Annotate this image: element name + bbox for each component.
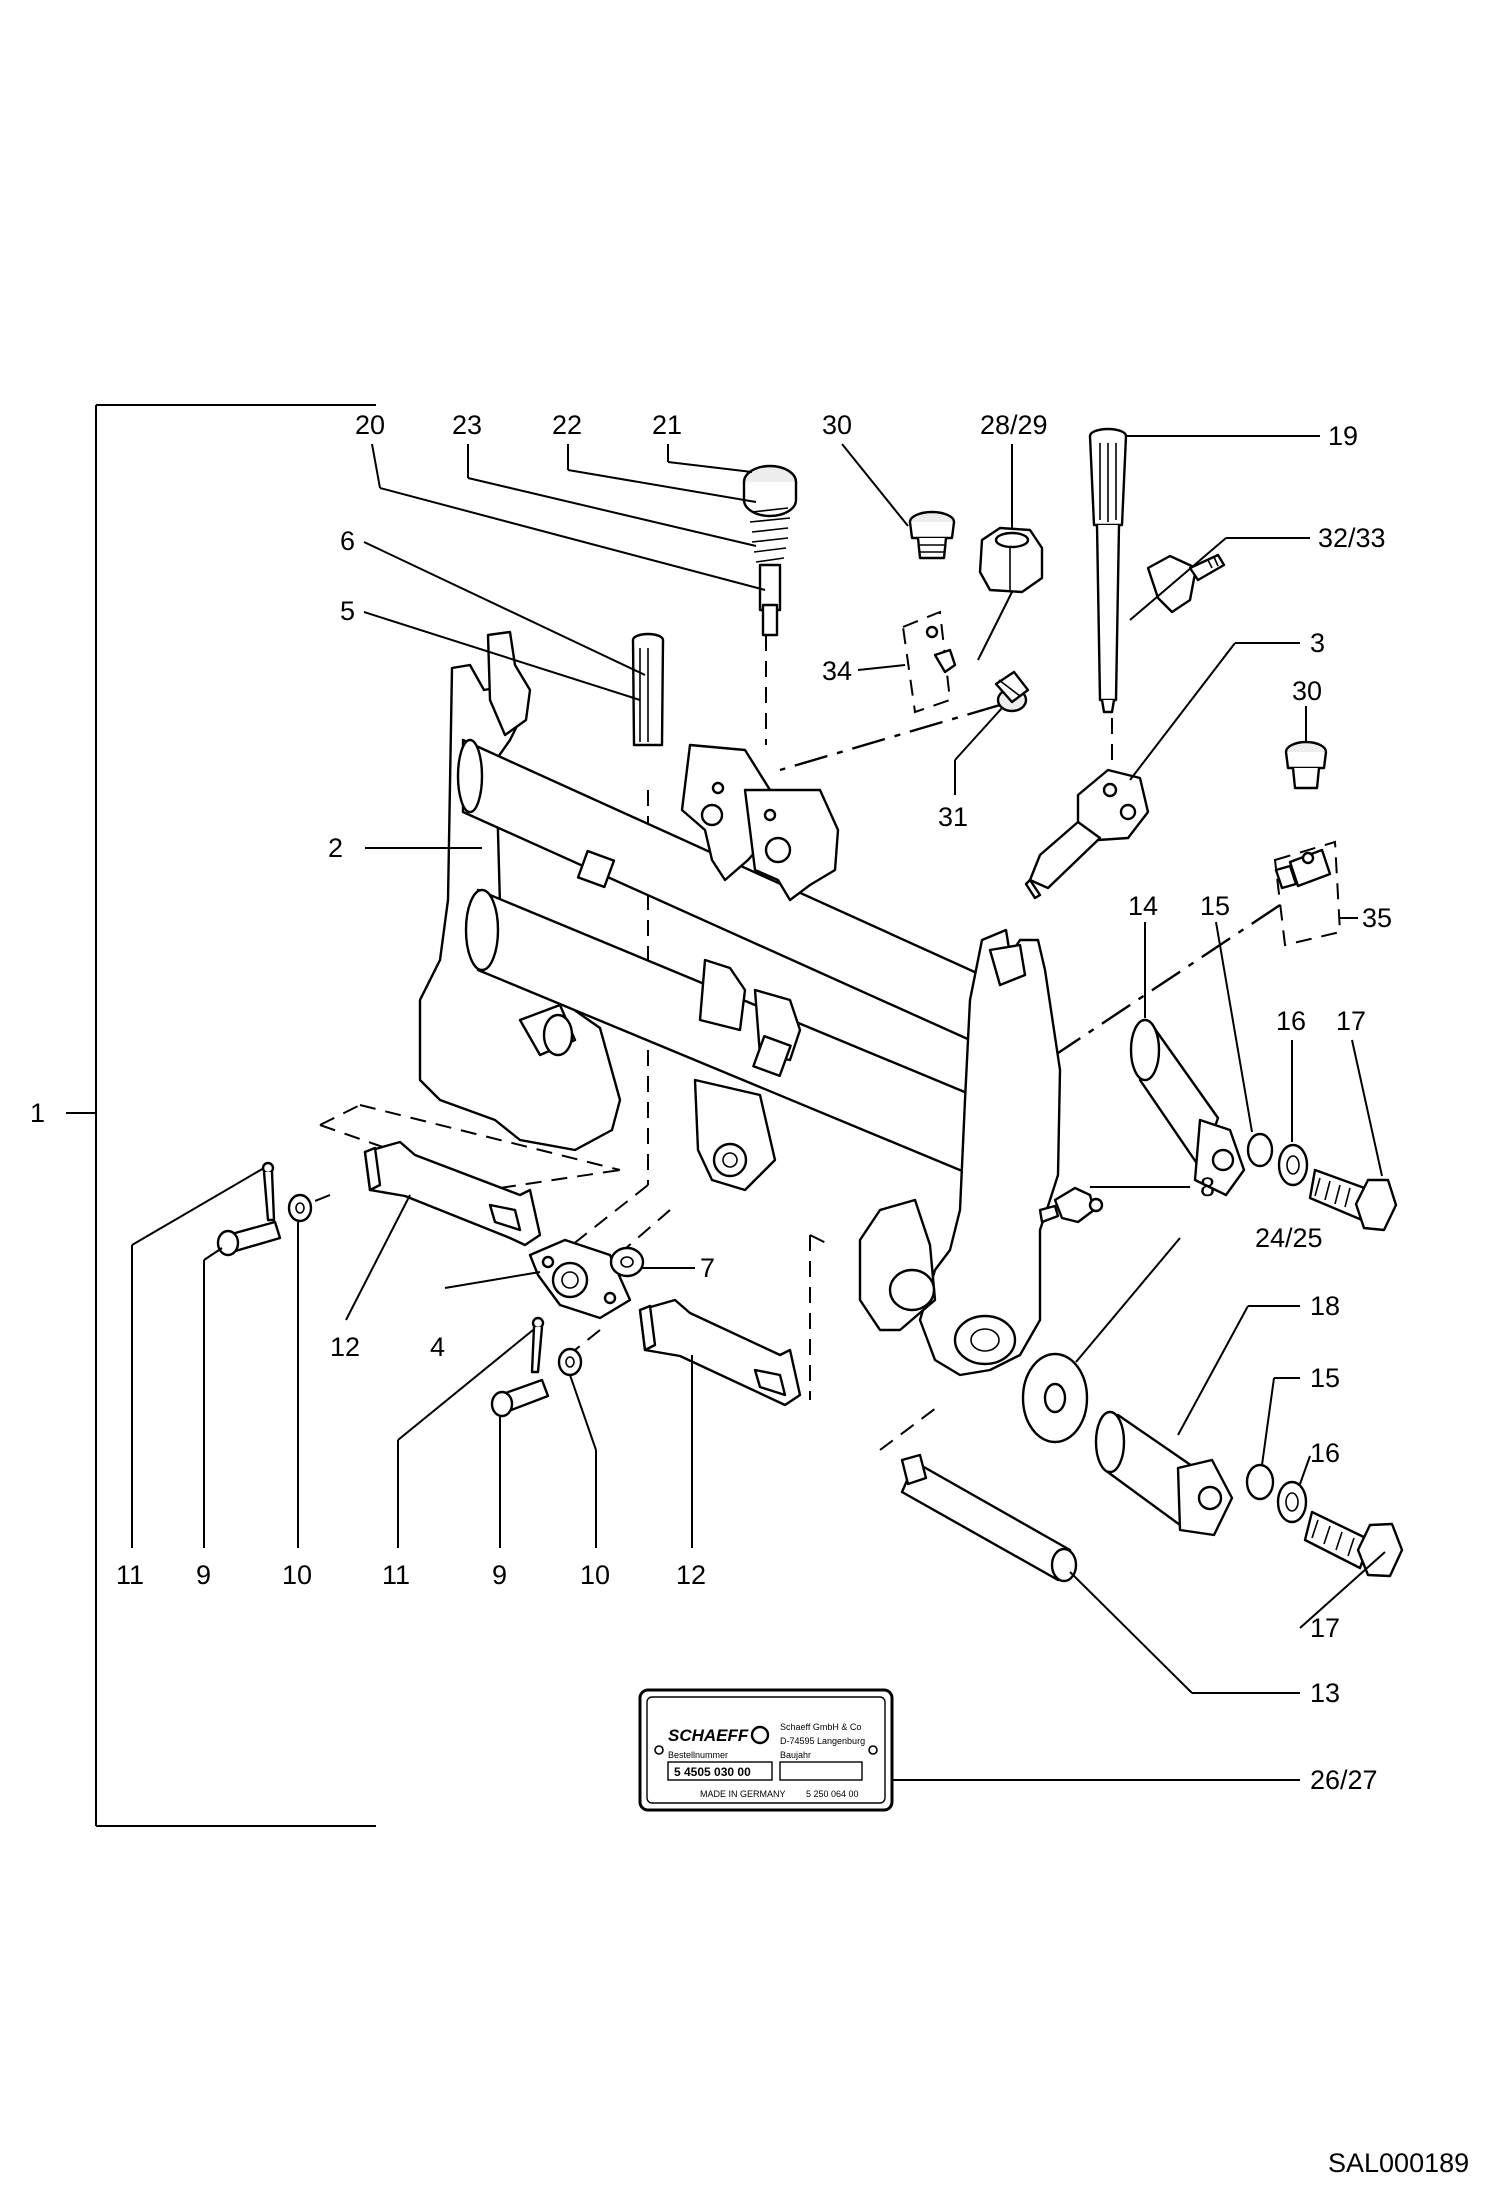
lever-3 xyxy=(1024,768,1150,900)
callout-2: 2 xyxy=(328,833,343,863)
bolt-9-right xyxy=(490,1378,550,1418)
pin-13 xyxy=(900,1453,1078,1583)
plug-30-right xyxy=(1284,740,1328,790)
callout-24-25: 24/25 xyxy=(1255,1223,1323,1253)
washer-bolt-set-top xyxy=(1246,1132,1398,1232)
assembly-bracket xyxy=(66,404,376,1827)
clip-32-33 xyxy=(1146,553,1226,614)
link-12-right xyxy=(638,1298,802,1407)
callout-11-right: 11 xyxy=(382,1560,410,1590)
callout-8: 8 xyxy=(1200,1172,1215,1202)
callout-21: 21 xyxy=(652,410,682,440)
nameplate-brand: SCHAEFF xyxy=(668,1726,749,1745)
callout-17-top: 17 xyxy=(1336,1006,1366,1036)
callout-30-right: 30 xyxy=(1292,676,1322,706)
cotter-pin-11-left xyxy=(261,1161,276,1222)
plug-30-top xyxy=(908,510,956,560)
flange-plate-4 xyxy=(528,1238,632,1320)
nameplate-logo-icon xyxy=(750,1725,770,1745)
callout-1: 1 xyxy=(30,1098,45,1128)
callout-32-33: 32/33 xyxy=(1318,523,1386,553)
nameplate-address-line1: Schaeff GmbH & Co xyxy=(780,1722,861,1732)
callout-16-top: 16 xyxy=(1276,1006,1306,1036)
callout-31: 31 xyxy=(938,802,968,832)
nameplate-field-label-right: Baujahr xyxy=(780,1750,811,1760)
block-35 xyxy=(1273,840,1342,947)
callout-34: 34 xyxy=(822,656,852,686)
callout-5: 5 xyxy=(340,596,355,626)
nameplate: SCHAEFF Schaeff GmbH & Co D-74595 Langen… xyxy=(638,1688,894,1812)
callout-19: 19 xyxy=(1328,421,1358,451)
callout-30-top: 30 xyxy=(822,410,852,440)
cotter-pin-11-right xyxy=(530,1316,545,1374)
bushing-18 xyxy=(1094,1410,1234,1537)
callout-labels: 1 2 5 6 20 23 22 21 30 28/29 19 32/33 3 … xyxy=(30,410,1392,1795)
assembly-axis-lines xyxy=(304,635,1281,1451)
nameplate-footer-left: MADE IN GERMANY xyxy=(700,1789,786,1799)
callout-15-top: 15 xyxy=(1200,891,1230,921)
nameplate-address-line2: D-74595 Langenburg xyxy=(780,1736,865,1746)
callout-16-bottom: 16 xyxy=(1310,1438,1340,1468)
callout-17-bottom: 17 xyxy=(1310,1613,1340,1643)
callout-12-right: 12 xyxy=(676,1560,706,1590)
pin-5-6 xyxy=(631,632,665,747)
callout-12-left: 12 xyxy=(330,1332,360,1362)
callout-3: 3 xyxy=(1310,628,1325,658)
nameplate-part-number: 5 4505 030 00 xyxy=(674,1765,751,1779)
nameplate-field-label-left: Bestellnummer xyxy=(668,1750,728,1760)
bushing-14 xyxy=(1129,1018,1246,1197)
callout-35: 35 xyxy=(1362,903,1392,933)
nut-28-29 xyxy=(978,526,1044,594)
callout-20: 20 xyxy=(355,410,385,440)
callout-22: 22 xyxy=(552,410,582,440)
callout-26-27: 26/27 xyxy=(1310,1765,1378,1795)
locking-pin-assembly xyxy=(742,464,798,637)
leader-lines xyxy=(131,435,1386,1781)
callout-6: 6 xyxy=(340,526,355,556)
callout-14: 14 xyxy=(1128,891,1158,921)
callout-11-left: 11 xyxy=(116,1560,144,1590)
callout-4: 4 xyxy=(430,1332,445,1362)
fitting-31 xyxy=(994,670,1030,713)
callout-9-right: 9 xyxy=(492,1560,507,1590)
washer-10-right xyxy=(557,1347,583,1377)
callout-13: 13 xyxy=(1310,1678,1340,1708)
callout-18: 18 xyxy=(1310,1291,1340,1321)
washer-7 xyxy=(609,1246,645,1278)
washer-bolt-set-bottom xyxy=(1245,1463,1404,1578)
callout-23: 23 xyxy=(452,410,482,440)
washer-24-25 xyxy=(1021,1352,1089,1444)
callout-15-bottom: 15 xyxy=(1310,1363,1340,1393)
link-12-left xyxy=(363,1140,542,1247)
callout-28-29: 28/29 xyxy=(980,410,1048,440)
washer-10-left xyxy=(287,1193,313,1223)
block-34 xyxy=(901,610,957,714)
callout-10-left: 10 xyxy=(282,1560,312,1590)
bolt-9-left xyxy=(216,1220,282,1257)
callout-9-left: 9 xyxy=(196,1560,211,1590)
grease-nipple-8 xyxy=(1038,1186,1104,1224)
nameplate-footer-right: 5 250 064 00 xyxy=(806,1789,859,1799)
callout-7: 7 xyxy=(700,1253,715,1283)
callout-10-right: 10 xyxy=(580,1560,610,1590)
grip-handle-19 xyxy=(1088,427,1128,714)
drawing-code: SAL000189 xyxy=(1328,2148,1469,2178)
coupler-frame xyxy=(418,630,1062,1377)
